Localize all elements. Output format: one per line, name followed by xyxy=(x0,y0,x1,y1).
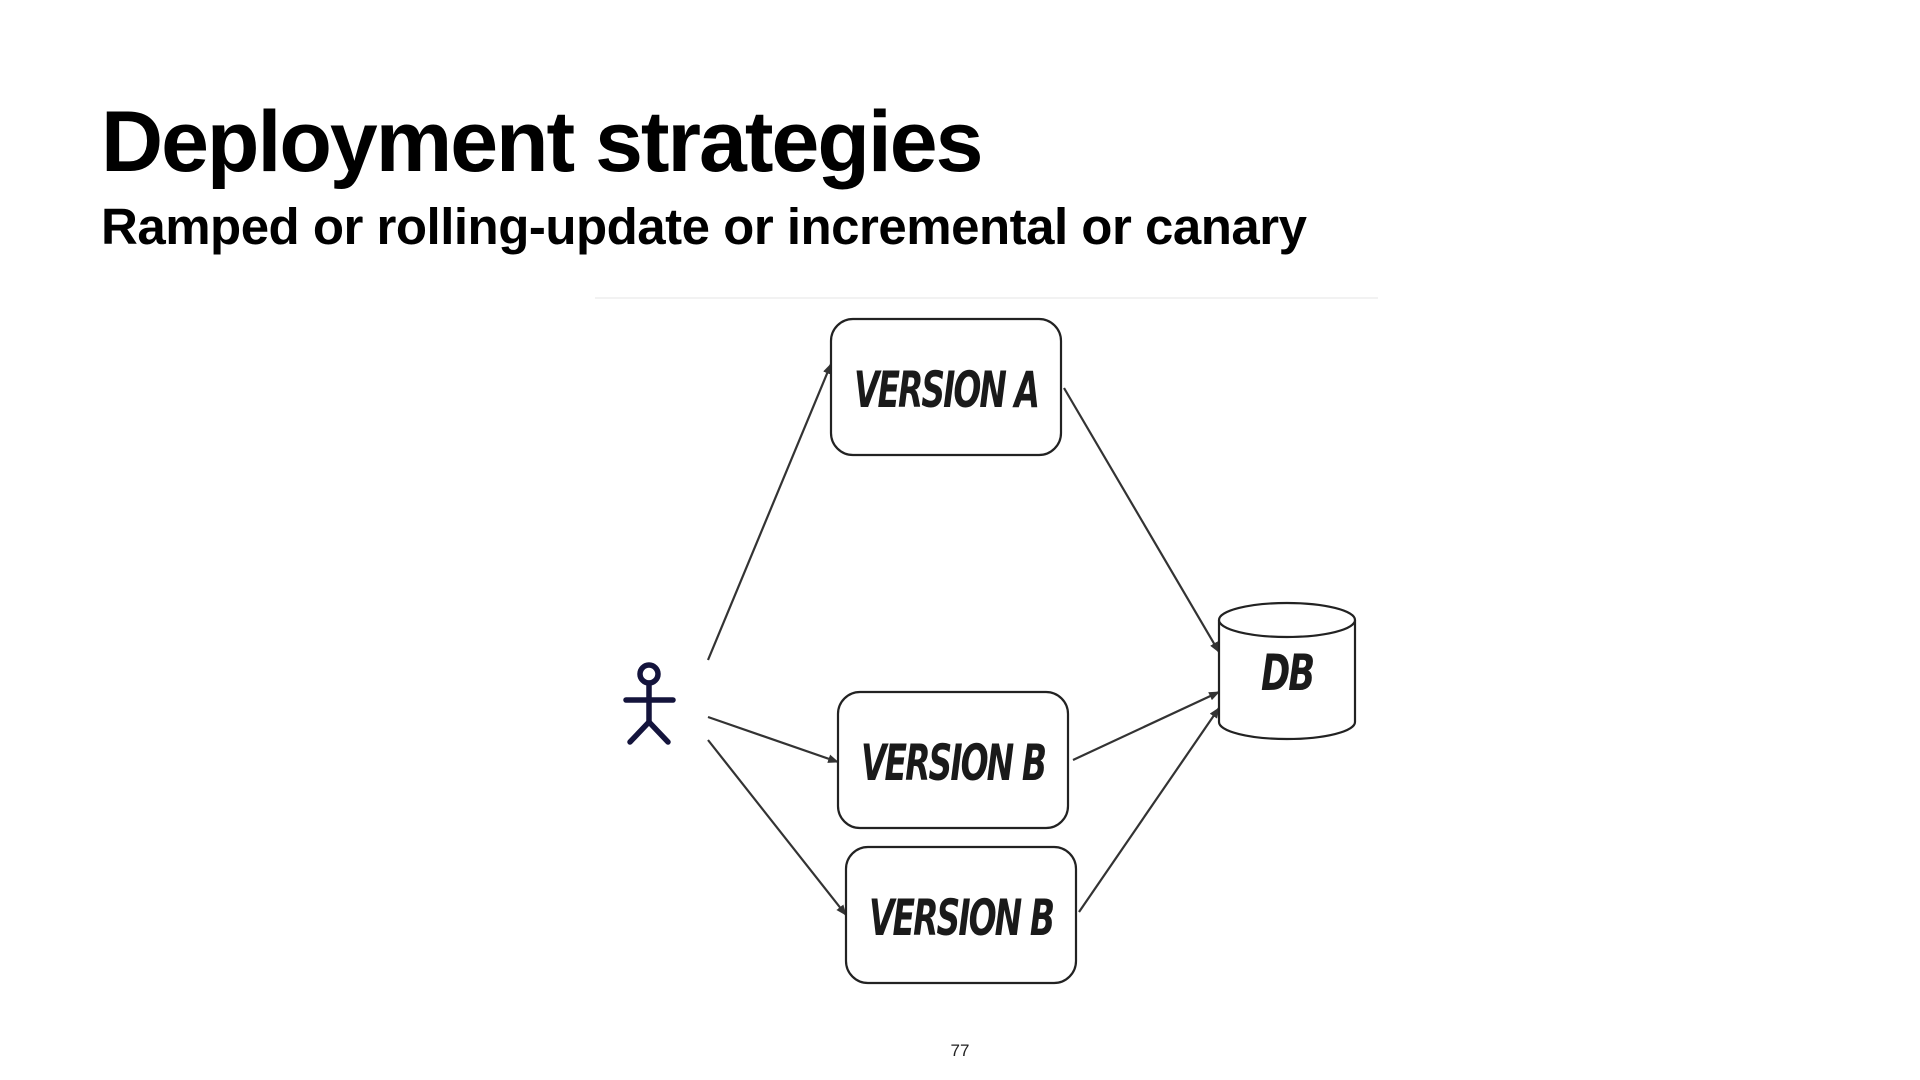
arrow-user-to-version-b-2 xyxy=(707,739,847,916)
arrow-version-b-1-to-db xyxy=(1072,691,1220,761)
version-b-node: VERSION B xyxy=(836,690,1070,830)
database-node: DB xyxy=(1217,601,1357,741)
database-label: DB xyxy=(1261,644,1313,702)
version-a-label: VERSION A xyxy=(854,361,1038,419)
page-subtitle: Ramped or rolling-update or incremental … xyxy=(101,198,1307,255)
page-title: Deployment strategies xyxy=(101,94,983,190)
arrow-version-b-2-to-db xyxy=(1078,707,1220,913)
stick-figure-icon xyxy=(623,662,676,745)
version-b-node: VERSION B xyxy=(844,845,1078,985)
arrow-version-a-to-db xyxy=(1063,387,1220,653)
version-a-node: VERSION A xyxy=(829,317,1063,457)
version-b-label: VERSION B xyxy=(861,734,1045,792)
version-b-label: VERSION B xyxy=(869,889,1053,947)
arrow-user-to-version-b-1 xyxy=(707,715,840,764)
arrow-user-to-version-a xyxy=(706,362,833,661)
page-number: 77 xyxy=(950,1041,970,1060)
